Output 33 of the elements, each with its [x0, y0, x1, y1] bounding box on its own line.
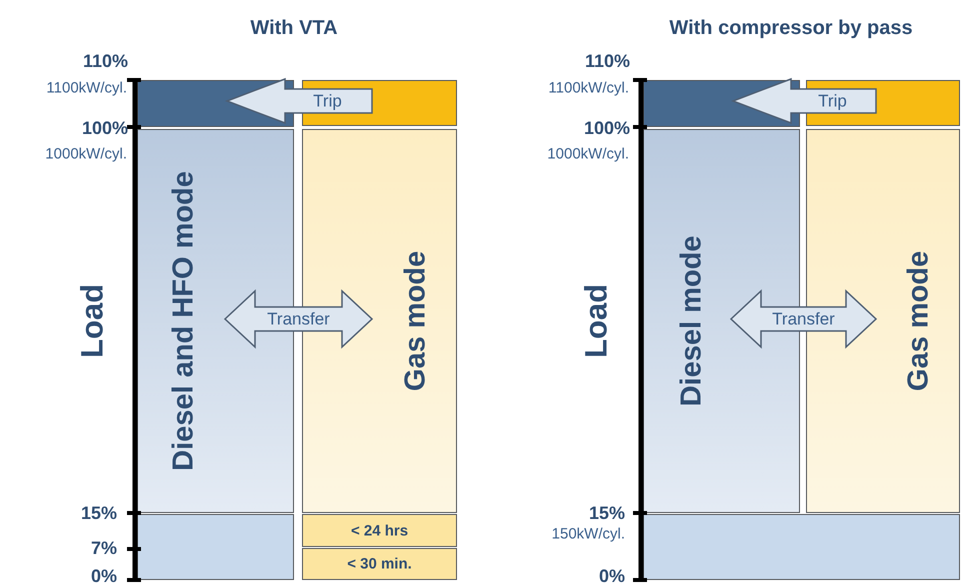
tick-label: 15% — [588, 504, 625, 522]
mode-label: Gas mode — [902, 250, 936, 392]
tick-label: 15% — [80, 504, 117, 522]
power-label: 1000kW/cyl. — [45, 146, 127, 162]
tick-label: 7% — [90, 539, 117, 557]
edge-label: Transfer — [266, 310, 331, 328]
load-range-box — [137, 514, 294, 580]
edge-label: Trip — [312, 92, 343, 110]
load-range-box — [643, 514, 960, 580]
power-label: 150kW/cyl. — [552, 526, 625, 542]
axis-title: Load — [76, 284, 108, 358]
tick-label: 110% — [584, 52, 630, 70]
time-limit-label: < 24 hrs — [350, 522, 410, 539]
edge-label: Trip — [817, 92, 848, 110]
block-arrow — [224, 78, 373, 124]
time-limit-label: < 30 min. — [346, 556, 413, 572]
power-label: 1000kW/cyl. — [547, 146, 629, 162]
tick-label: 0% — [598, 567, 625, 585]
time-limit-band — [302, 514, 457, 547]
power-label: 1100kW/cyl. — [46, 80, 127, 96]
tick-label: 100% — [82, 119, 128, 137]
time-limit-band — [302, 548, 457, 580]
power-label: 1100kW/cyl. — [548, 80, 629, 96]
tick-label: 100% — [584, 119, 630, 137]
tick-label: 110% — [82, 52, 128, 70]
mode-label: Diesel mode — [676, 236, 708, 406]
panel-title: With VTA — [250, 18, 338, 38]
panel-title: With compressor by pass — [669, 18, 913, 38]
axis-title: Load — [580, 284, 612, 358]
mode-label: Gas mode — [400, 250, 432, 392]
tick-label: 0% — [90, 567, 117, 585]
mode-label: Diesel and HFO mode — [168, 171, 200, 471]
edge-label: Transfer — [771, 310, 836, 328]
